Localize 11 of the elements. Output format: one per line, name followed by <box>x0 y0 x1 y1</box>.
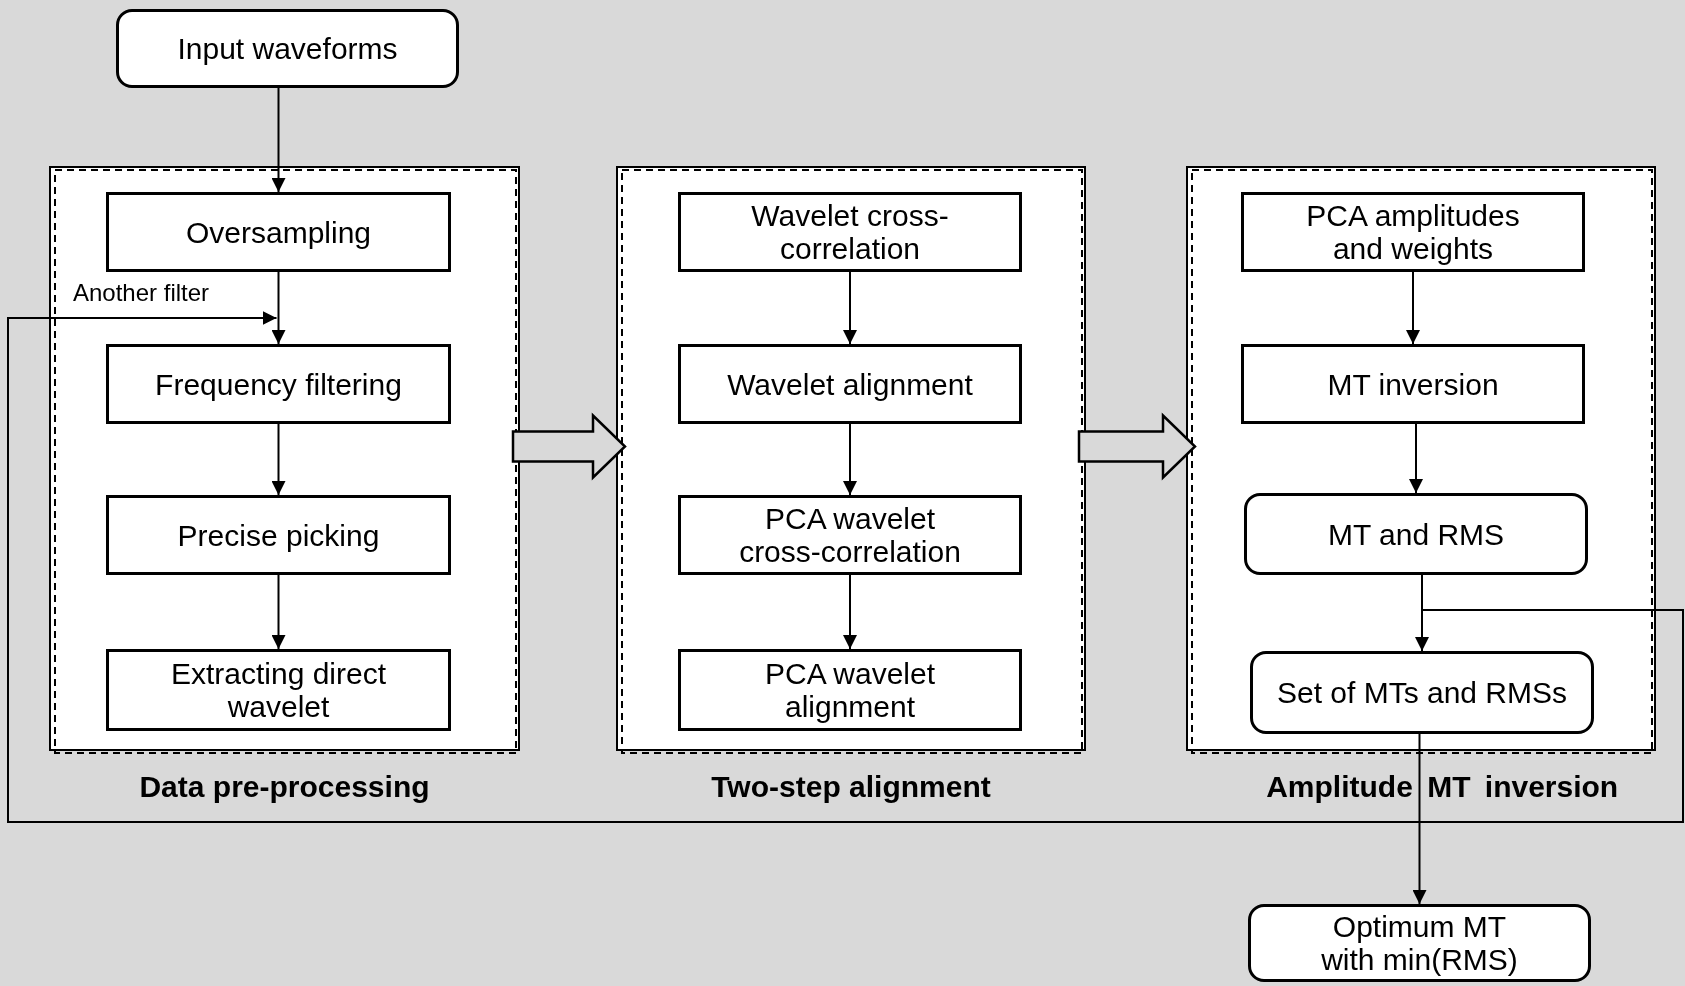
process-box <box>1248 904 1591 982</box>
block-arrow <box>1077 412 1197 481</box>
arrow <box>1412 733 1427 905</box>
group-heading: Data pre-processing <box>139 770 430 804</box>
block-arrow <box>511 412 627 481</box>
box-label: Optimum MT with min(RMS) <box>1320 910 1519 976</box>
group-heading: Two-step alignment <box>711 770 991 804</box>
box-label: Input waveforms <box>176 32 399 65</box>
group-heading: Amplitude MT inversion <box>1266 770 1619 804</box>
process-box <box>116 9 459 88</box>
arrow <box>271 87 286 193</box>
